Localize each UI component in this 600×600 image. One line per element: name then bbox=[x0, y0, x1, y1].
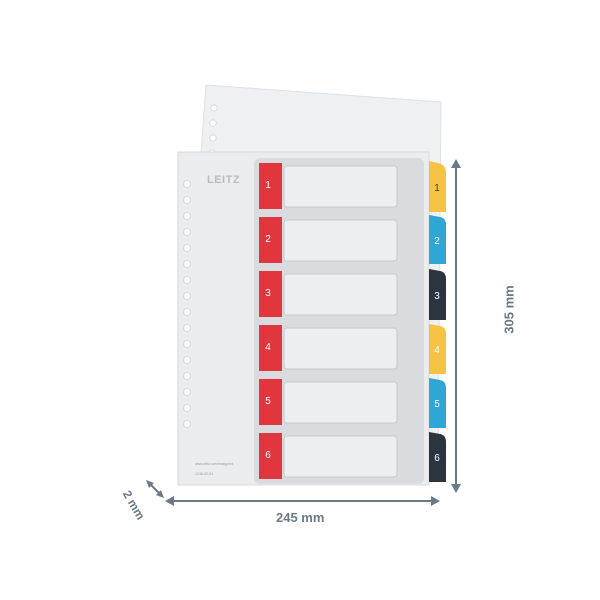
side-tab-6 bbox=[429, 432, 446, 482]
index-row-2 bbox=[259, 217, 398, 263]
side-tab-5 bbox=[429, 378, 446, 428]
height-label: 305 mm bbox=[501, 285, 517, 334]
index-number-2: 2 bbox=[265, 234, 271, 245]
index-number-3: 3 bbox=[265, 288, 271, 299]
brand-text: LEITZ bbox=[207, 174, 241, 186]
side-tab-1 bbox=[429, 161, 446, 212]
side-tab-number-6: 6 bbox=[434, 453, 440, 464]
index-row-3 bbox=[259, 271, 398, 317]
index-number-5: 5 bbox=[265, 396, 271, 407]
leitz-logo: LEITZ bbox=[207, 174, 240, 186]
index-row-5 bbox=[259, 379, 398, 425]
divider-punch-holes bbox=[183, 180, 191, 428]
index-number-1: 1 bbox=[265, 180, 271, 191]
side-tab-number-5: 5 bbox=[434, 399, 440, 410]
side-tab-number-3: 3 bbox=[434, 291, 440, 302]
side-tab-number-4: 4 bbox=[434, 345, 440, 356]
side-tab-2 bbox=[429, 215, 446, 264]
footer-code-text: 1246-00-01 bbox=[195, 472, 214, 476]
index-row-1 bbox=[259, 163, 398, 209]
side-tab-3 bbox=[429, 269, 446, 320]
index-row-6 bbox=[259, 433, 398, 479]
width-dimension-arrow bbox=[165, 496, 440, 506]
height-dimension-arrow bbox=[451, 159, 461, 493]
index-number-6: 6 bbox=[265, 450, 271, 461]
footer-url-text: www.leitz.com/easyprint bbox=[195, 462, 234, 466]
width-label: 245 mm bbox=[276, 510, 325, 525]
side-tab-4 bbox=[429, 324, 446, 374]
depth-dimension-arrow bbox=[146, 480, 164, 498]
index-row-4 bbox=[259, 325, 398, 371]
side-tab-number-1: 1 bbox=[434, 183, 440, 194]
index-number-4: 4 bbox=[265, 342, 271, 353]
side-tab-number-2: 2 bbox=[434, 236, 440, 247]
